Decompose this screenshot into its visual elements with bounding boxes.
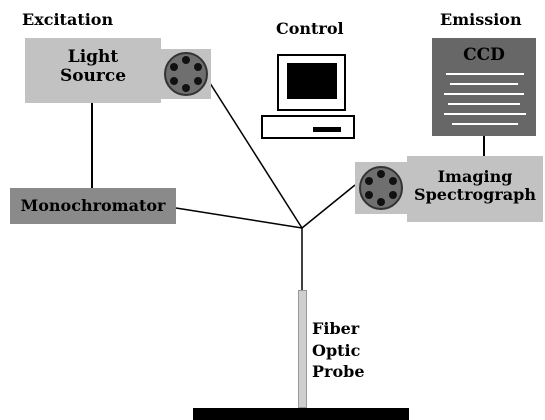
spectrograph-to-junction-line (301, 184, 356, 229)
probe-line1: Fiber (312, 319, 360, 338)
computer-icon (261, 54, 355, 139)
light-source-aperture (161, 49, 211, 99)
monochromator-box: Monochromator (10, 188, 176, 224)
monochromator-to-junction-line (175, 207, 303, 229)
aperture-icon (359, 166, 403, 210)
light-source-line2: Source (59, 65, 127, 86)
fiber-optic-probe (298, 290, 307, 408)
light-source-label: Light Source (25, 48, 161, 85)
probe-label: Fiber Optic Probe (312, 318, 365, 383)
aperture-icon (164, 52, 208, 96)
light-source-box: Light Source (25, 38, 161, 103)
emission-label: Emission (440, 10, 522, 29)
control-label: Control (276, 19, 344, 38)
probe-line3: Probe (312, 362, 365, 382)
spectrograph-aperture (355, 162, 407, 214)
ccd-spectrum-lines (444, 73, 526, 125)
light-source-to-junction-line (207, 79, 303, 229)
excitation-label: Excitation (22, 10, 114, 29)
ccd-label: CCD (463, 45, 505, 65)
spectrograph-line1: Imaging (437, 167, 513, 186)
spectrograph-line2: Spectrograph (414, 184, 536, 204)
spectrograph-label: Imaging Spectrograph (407, 168, 543, 203)
spectrograph-box: Imaging Spectrograph (407, 156, 543, 222)
ccd-box: CCD (432, 38, 536, 136)
sample-bar (193, 408, 409, 420)
probe-line2: Optic (312, 340, 361, 360)
monochromator-label: Monochromator (20, 196, 166, 215)
light-source-line1: Light (67, 47, 119, 67)
